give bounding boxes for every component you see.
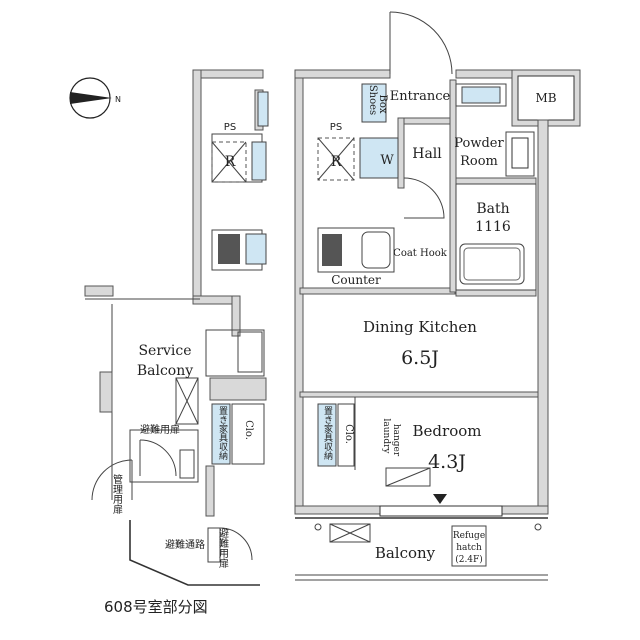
- ac-unit: [385, 467, 431, 487]
- r-left-label: R: [225, 154, 236, 170]
- dining-kitchen-label: Dining Kitchen: [363, 318, 477, 336]
- hall-door: [403, 177, 445, 219]
- closet-right: [337, 403, 355, 467]
- compass-north-label: N: [115, 95, 121, 104]
- service-balcony: [84, 285, 260, 586]
- service-balcony-label-1: Service: [138, 343, 191, 359]
- shoes-box: [361, 83, 387, 123]
- washer: [359, 137, 399, 179]
- powder-room-label-1: Powder: [454, 136, 504, 151]
- laundry-hanger-label-1: laundry: [381, 419, 391, 455]
- refuge-hatch-label-3: (2.4F): [455, 554, 483, 565]
- plan-caption: 608号室部分図: [104, 598, 208, 616]
- mb-label: MB: [535, 91, 556, 105]
- service-balcony-label-2: Balcony: [137, 363, 193, 379]
- refuge-hatch-label-2: hatch: [456, 543, 482, 553]
- powder-room-label-2: Room: [460, 154, 498, 169]
- furniture-storage-right: [317, 403, 337, 467]
- bedroom-size: 4.3J: [428, 451, 466, 473]
- powder-counter: [455, 83, 507, 107]
- shoes-box-label-1: Shoes: [367, 85, 378, 115]
- mgmt-door-label: 管理用扉: [111, 473, 123, 515]
- furniture-storage-right-label: 置き家具収納: [322, 406, 333, 461]
- balcony-label: Balcony: [375, 544, 436, 562]
- refrigerator: [317, 137, 355, 181]
- shoes-box-label-2: Box: [377, 94, 388, 113]
- coat-hook-label: Coat Hook: [393, 248, 448, 259]
- balcony: [295, 517, 548, 581]
- r-right-label: R: [331, 154, 342, 170]
- evac-path-label: 避難通路: [165, 538, 205, 551]
- fixture-labels: PS PS R R W Shoes Box Coat Hook Counter …: [217, 85, 485, 565]
- entrance-door: [389, 11, 453, 75]
- hall-label: Hall: [412, 146, 442, 162]
- ps-left-label: PS: [224, 122, 236, 133]
- kitchen-stove: [317, 227, 395, 273]
- japanese-labels: 避難用扉 管理用扉 避難通路 避難用扉: [111, 423, 229, 569]
- toilet: [505, 131, 535, 177]
- bath-label: Bath: [476, 201, 509, 217]
- bedroom-label: Bedroom: [413, 422, 482, 440]
- washer-label: W: [380, 153, 394, 168]
- room-labels: Dining Kitchen 6.5J Bedroom 4.3J Balcony…: [137, 89, 557, 562]
- closet-right-label: Clo.: [343, 424, 354, 444]
- closet-left-label: Clo.: [243, 420, 254, 440]
- laundry-hanger-label-2: hanger: [391, 424, 401, 457]
- bathtub: [455, 183, 537, 291]
- compass-icon: N: [69, 77, 121, 119]
- evac-door-label: 避難用扉: [140, 423, 180, 436]
- entrance-label: Entrance: [390, 89, 451, 104]
- refuge-hatch-label-1: Refuge: [453, 531, 485, 541]
- ps-right-label: PS: [330, 122, 342, 133]
- bath-size: 1116: [475, 219, 511, 235]
- neighbor-unit: [192, 69, 269, 517]
- dining-kitchen-size: 6.5J: [401, 347, 439, 369]
- furniture-storage-left-label: 置き家具収納: [217, 406, 228, 461]
- evac-door2-label: 避難用扉: [217, 527, 229, 569]
- counter-label: Counter: [331, 273, 381, 287]
